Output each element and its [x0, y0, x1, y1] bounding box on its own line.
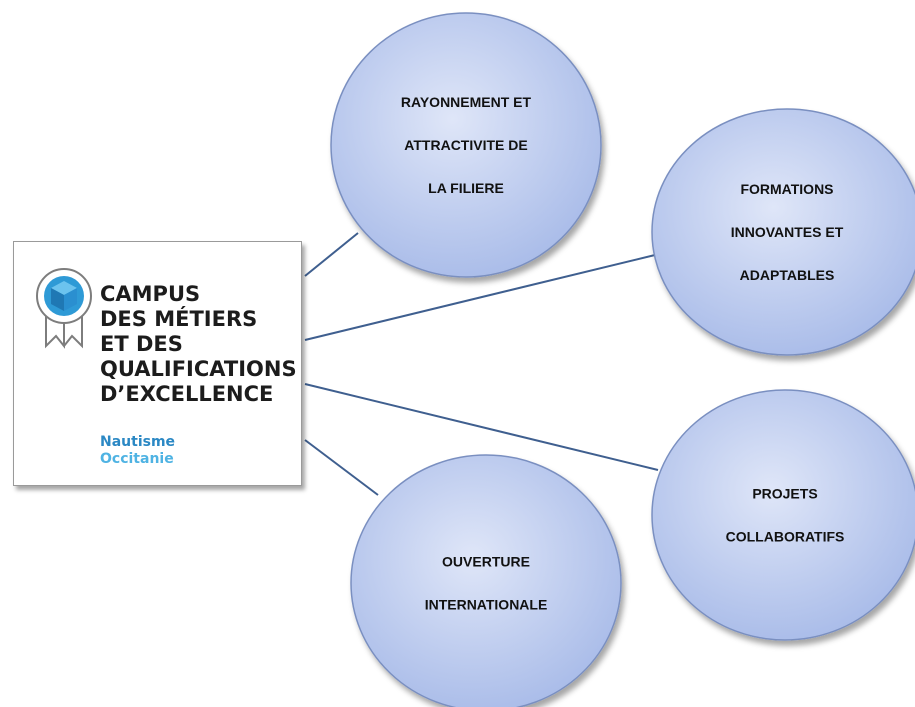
connector-rayonnement — [304, 232, 359, 277]
bubble-label: PROJETS — [752, 486, 817, 502]
campus-logo-card: CAMPUS DES MÉTIERS ET DES QUALIFICATIONS… — [13, 241, 302, 486]
connector-projets — [304, 383, 659, 471]
bubble-label: LA FILIERE — [428, 180, 504, 196]
connector-formations — [304, 254, 656, 341]
bubble-shape — [350, 454, 622, 707]
bubble-label: INTERNATIONALE — [425, 597, 548, 613]
bubble-label: INNOVANTES ET — [731, 224, 844, 240]
bubble-label: OUVERTURE — [442, 554, 530, 570]
bubble-label: COLLABORATIFS — [726, 529, 845, 545]
bubble-projets: PROJETS COLLABORATIFS — [651, 389, 915, 641]
bubble-label: ADAPTABLES — [740, 267, 835, 283]
bubble-formations: FORMATIONS INNOVANTES ET ADAPTABLES — [651, 108, 915, 356]
bubble-ouverture: OUVERTURE INTERNATIONALE — [350, 454, 622, 707]
connectors — [304, 232, 659, 496]
bubble-label: FORMATIONS — [740, 181, 833, 197]
bubble-shape — [651, 389, 915, 641]
bubble-label: ATTRACTIVITE DE — [404, 137, 527, 153]
bubble-rayonnement: RAYONNEMENT ET ATTRACTIVITE DE LA FILIERE — [330, 12, 602, 278]
campus-title-line: CAMPUS — [100, 282, 201, 306]
bubble-shape — [651, 108, 915, 356]
campus-title-line: QUALIFICATIONS — [100, 357, 297, 381]
campus-title-line: D’EXCELLENCE — [100, 382, 274, 406]
ribbon-badge-cube-icon — [36, 268, 92, 349]
subtitle-occitanie: Occitanie — [100, 451, 174, 467]
topic-bubbles: RAYONNEMENT ET ATTRACTIVITE DE LA FILIERE F… — [330, 12, 915, 707]
bubble-shape — [330, 12, 602, 278]
campus-subtitle: Nautisme Occitanie — [100, 434, 175, 468]
connector-ouverture — [304, 439, 379, 496]
campus-title: CAMPUS DES MÉTIERS ET DES QUALIFICATIONS… — [100, 282, 297, 407]
campus-title-line: ET DES — [100, 332, 183, 356]
bubble-label: RAYONNEMENT ET — [401, 94, 532, 110]
subtitle-nautisme: Nautisme — [100, 434, 176, 450]
campus-title-line: DES MÉTIERS — [100, 307, 258, 331]
